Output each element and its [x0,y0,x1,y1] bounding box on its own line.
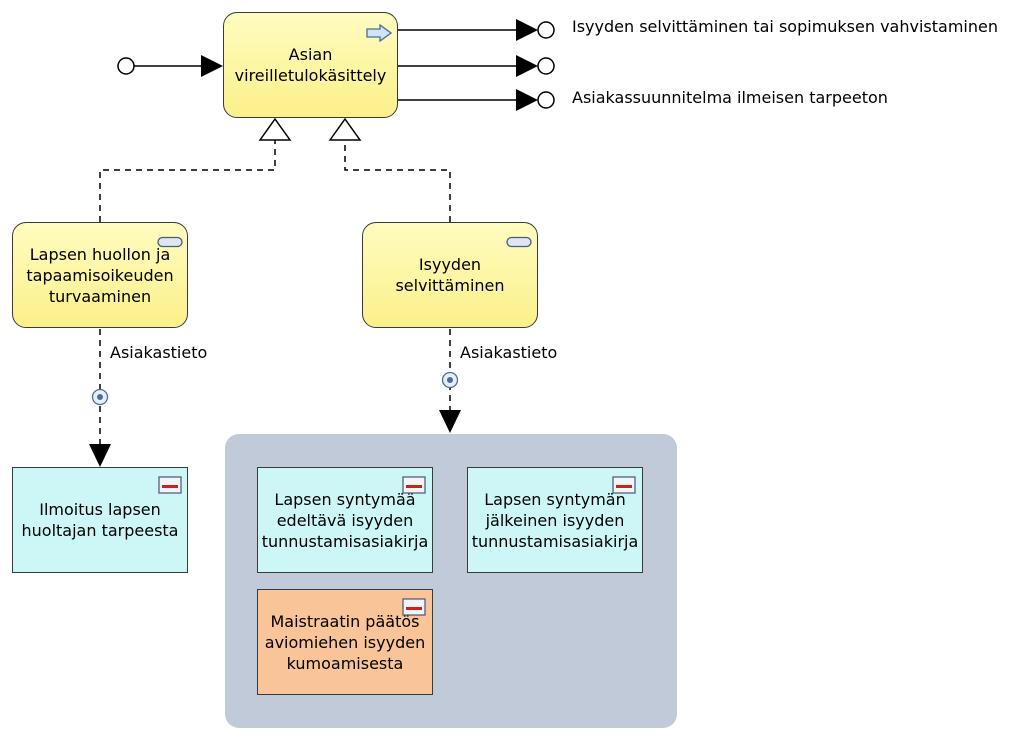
flow-label-left: Asiakastieto [110,343,208,362]
document-lapsen-syntyman-jalkeinen[interactable]: Lapsen syntymän jälkeinen isyyden tunnus… [467,467,643,573]
input-flow [117,55,223,77]
information-flow-right [439,329,461,433]
output-flow-2 [397,55,555,77]
document-3-line3: tunnustamisasiakirja [471,531,639,551]
subprocess-icon [157,236,183,248]
specialization-left [99,117,292,222]
output-flow-3 [397,89,555,111]
document-3-line2: jälkeinen isyyden [485,510,625,530]
document-1-line1: Ilmoitus lapsen [39,500,161,519]
document-icon [612,476,636,494]
document-4-line2: aviomiehen isyyden [264,632,426,652]
specialization-right [328,117,451,222]
main-process-label-line1: Asian [288,45,333,64]
document-2-line1: Lapsen syntymää [274,489,416,509]
document-3-line1: Lapsen syntymän [484,489,626,509]
arrow-right-icon [366,24,392,42]
document-maistraatin-paatos[interactable]: Maistraatin päätös aviomiehen isyyden ku… [257,589,433,695]
output-label-1: Isyyden selvittäminen tai sopimuksen vah… [572,17,998,36]
subprocess-left-line2: tapaamisoikeuden [26,265,174,285]
output-label-3: Asiakassuunnitelma ilmeisen tarpeeton [572,88,888,107]
output-flow-1 [397,19,555,41]
document-4-line1: Maistraatin päätös [270,611,420,631]
flow-label-right: Asiakastieto [460,343,558,362]
document-1-line2: huoltajan tarpeesta [21,521,179,540]
information-flow-left [89,329,111,467]
subprocess-right-line1: Isyyden [418,255,482,274]
document-4-line3: kumoamisesta [286,653,404,673]
subprocess-left-line1: Lapsen huollon ja [29,244,171,264]
information-icon [91,388,109,406]
document-2-line2: edeltävä isyyden [276,510,414,530]
document-icon [402,476,426,494]
document-2-line3: tunnustamisasiakirja [261,531,429,551]
subprocess-left-line3: turvaaminen [48,286,152,306]
subprocess-right-line2: selvittäminen [395,276,505,295]
subprocess-icon [506,236,532,248]
document-icon [158,476,182,494]
document-icon [402,598,426,616]
main-process-label-line2: vireilletulokäsittely [234,66,387,85]
information-icon [441,371,459,389]
